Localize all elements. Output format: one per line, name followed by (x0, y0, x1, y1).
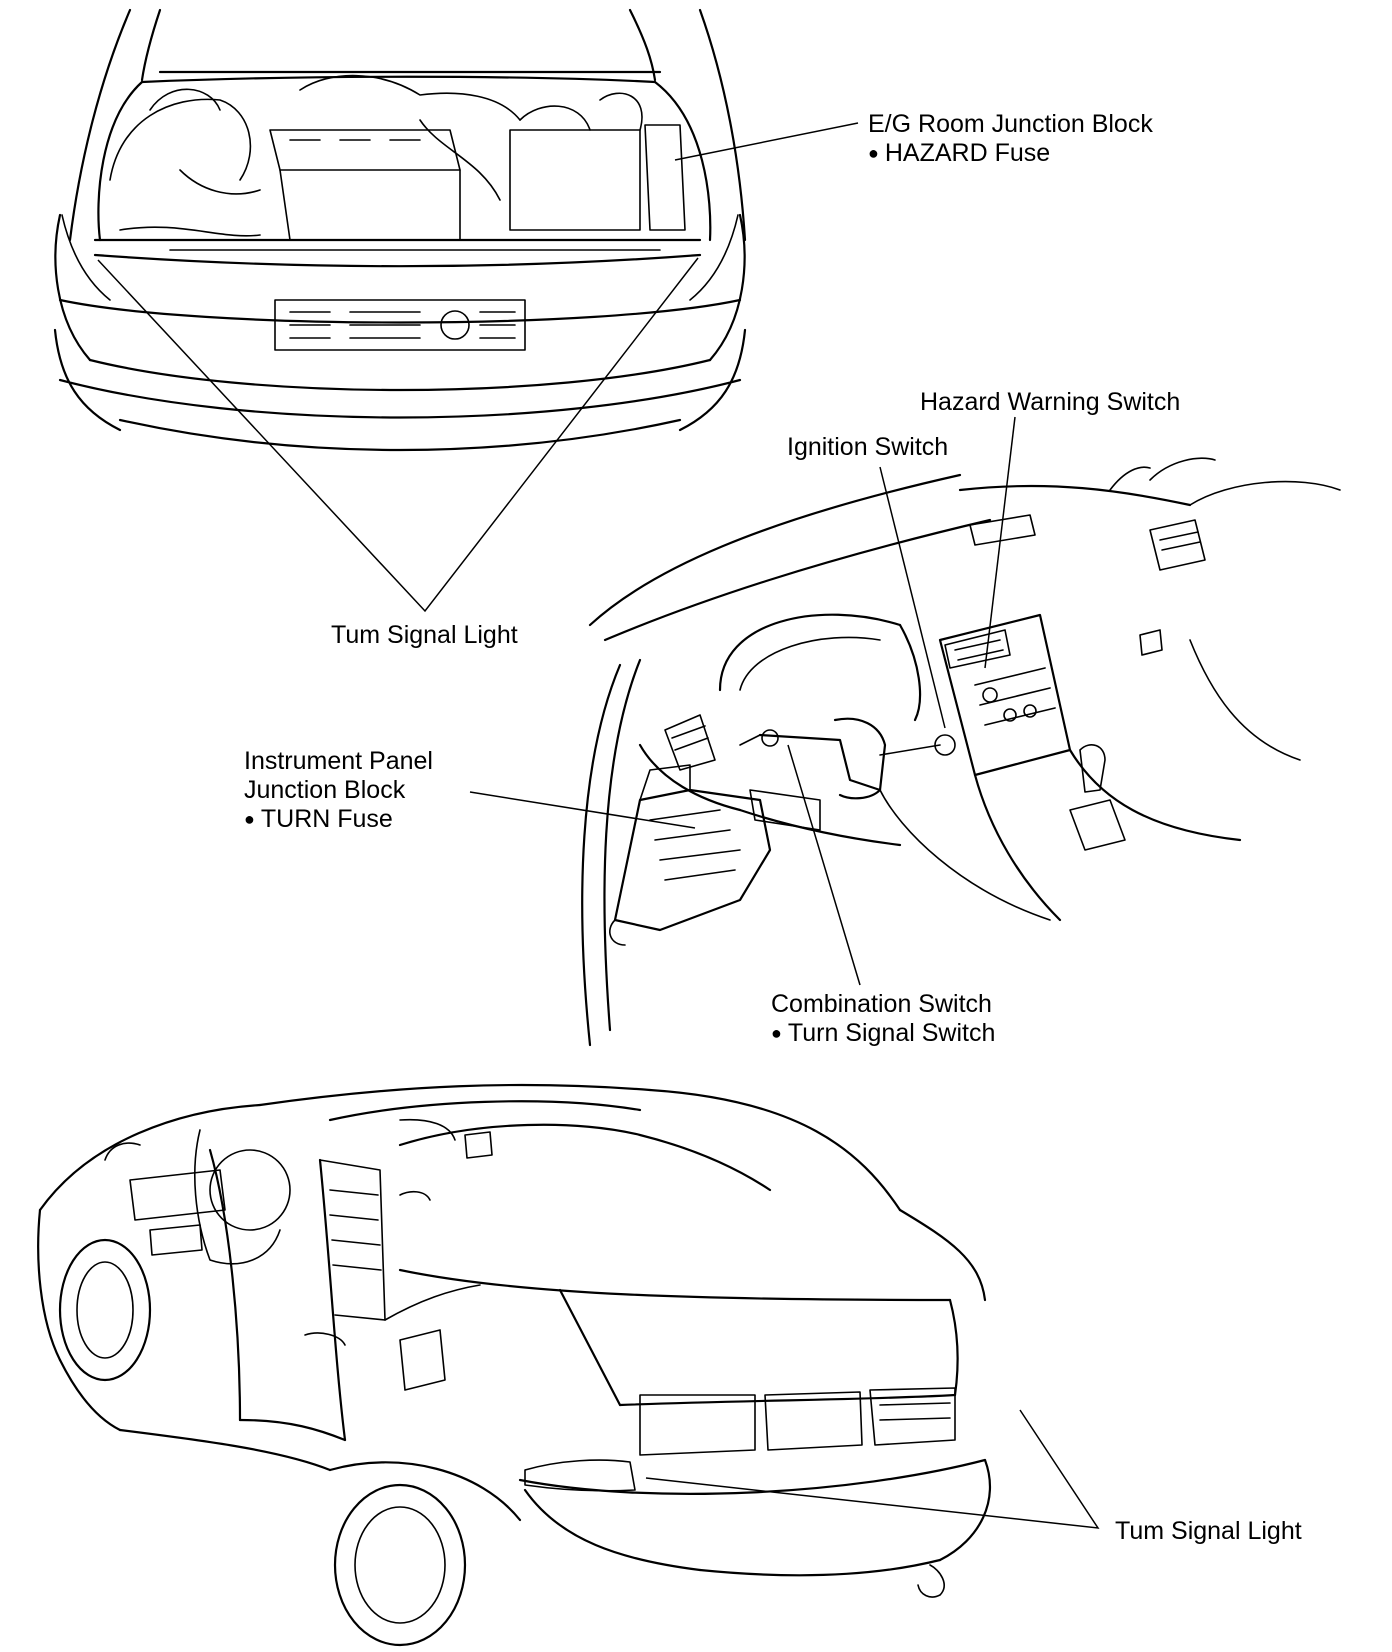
front-car-drawing (53, 8, 747, 452)
leader-lines (97, 122, 1100, 1529)
leader-hazard-warning-switch (984, 416, 1016, 669)
dashboard-drawing (581, 457, 1341, 1047)
turn-fuse-text: TURN Fuse (260, 805, 393, 833)
combination-switch-title: Combination Switch (771, 990, 992, 1018)
bullet-icon: ● (771, 1023, 782, 1043)
front-turn-signal-light-label: Tum Signal Light (331, 621, 518, 649)
eg-room-junction-block-label: E/G Room Junction Block ●HAZARD Fuse (868, 110, 1153, 168)
leader-ignition-switch (879, 466, 946, 729)
hazard-warning-switch-label: Hazard Warning Switch (920, 388, 1181, 416)
bullet-icon: ● (244, 809, 255, 829)
instrument-panel-title-line1: Instrument Panel (244, 747, 433, 775)
rear-turn-signal-light-label: Tum Signal Light (1115, 1517, 1302, 1545)
turn-signal-switch-item: ●Turn Signal Switch (771, 1019, 995, 1048)
turn-fuse-item: ●TURN Fuse (244, 805, 433, 834)
turn-signal-switch-text: Turn Signal Switch (787, 1019, 996, 1047)
bullet-icon: ● (868, 143, 879, 163)
eg-room-junction-block-title: E/G Room Junction Block (868, 110, 1153, 138)
instrument-panel-junction-block-label: Instrument Panel Junction Block ●TURN Fu… (244, 747, 433, 834)
hazard-fuse-text: HAZARD Fuse (884, 139, 1051, 167)
rear-car-drawing (37, 1083, 992, 1647)
leader-combination-switch (787, 744, 861, 986)
hazard-fuse-item: ●HAZARD Fuse (868, 139, 1153, 168)
leader-rear-turn-signal-lights (645, 1409, 1100, 1529)
leader-eg-room-junction-block (674, 122, 859, 161)
ignition-switch-label: Ignition Switch (787, 433, 949, 461)
instrument-panel-title-line2: Junction Block (244, 776, 406, 804)
combination-switch-label: Combination Switch ●Turn Signal Switch (771, 990, 995, 1048)
leader-front-turn-signal-lights (97, 257, 699, 613)
leader-instrument-panel-junction-block (469, 791, 696, 829)
